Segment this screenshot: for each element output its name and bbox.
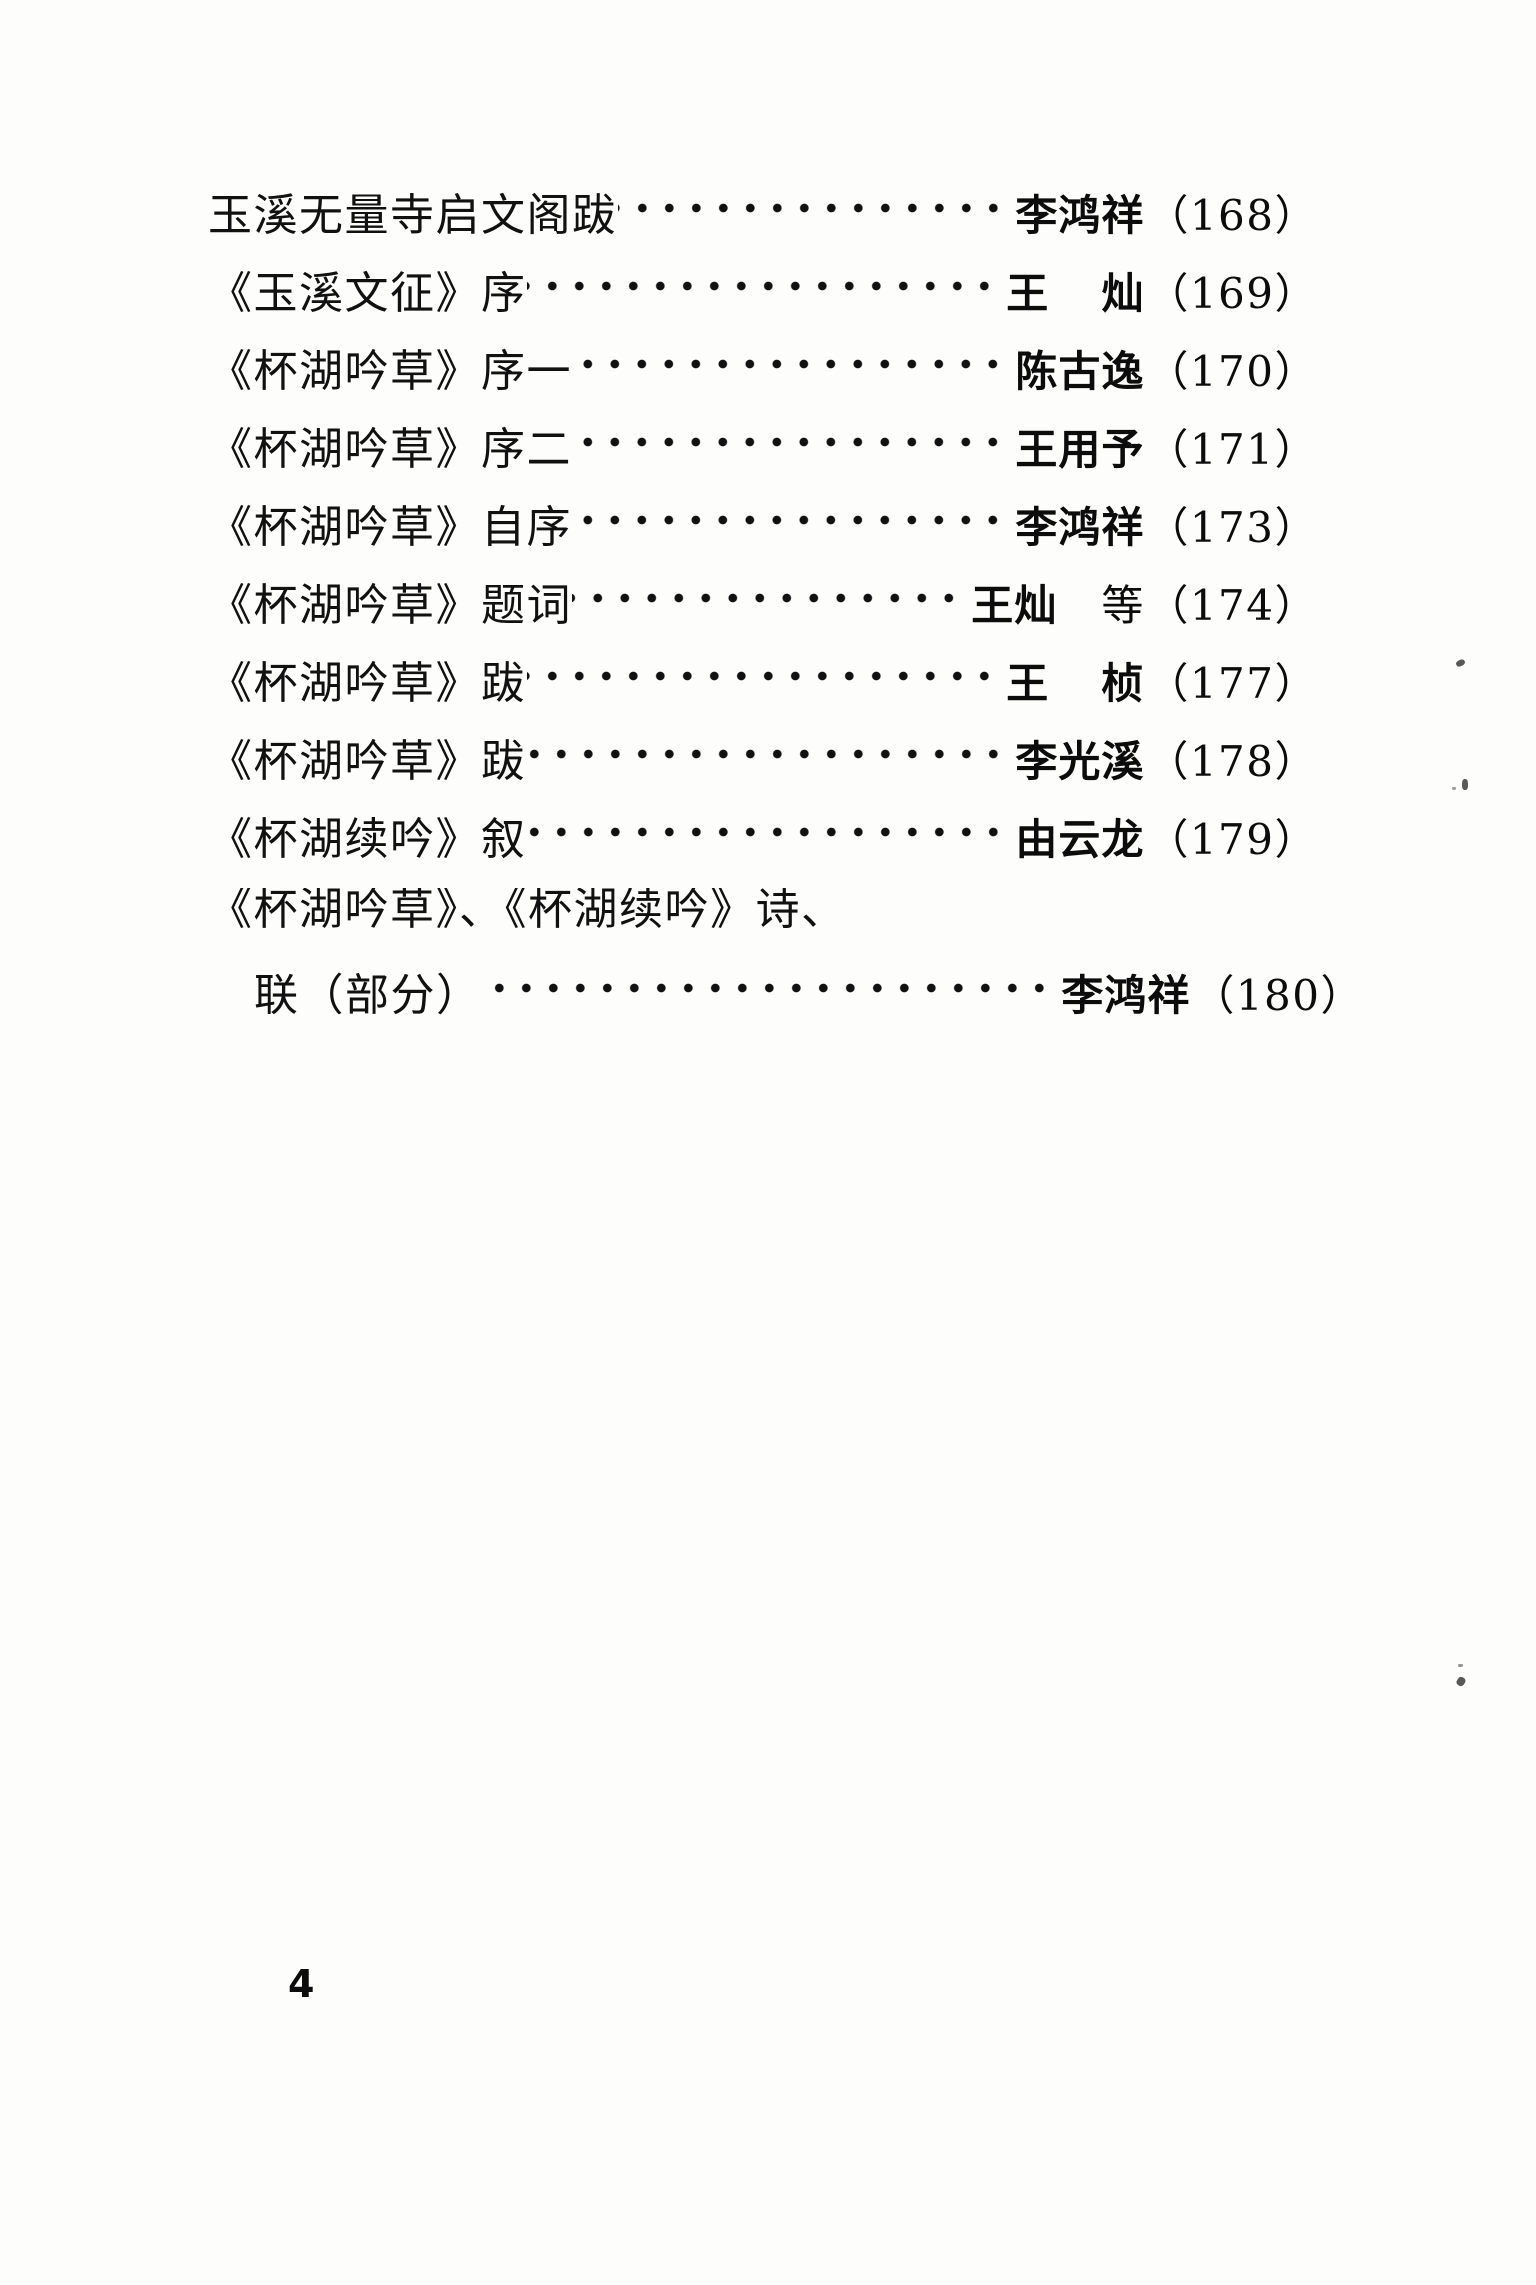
toc-entry[interactable]: 《杯湖吟草》序一 陈古逸 （170）: [208, 342, 1318, 420]
toc-entry-continuation[interactable]: 联（部分） 李鸿祥 （180）: [208, 966, 1364, 1044]
toc-entry-tail: 李鸿祥 （173）: [1015, 507, 1318, 549]
toc-entry[interactable]: 《杯湖吟草》题词 王灿 等 （174）: [208, 576, 1318, 654]
toc-entry-tail: 由云龙 （179）: [1015, 819, 1318, 861]
dot-leader: [527, 732, 1016, 776]
toc-entry-title: 《杯湖吟草》跋: [208, 736, 527, 787]
toc-entry-page: （178）: [1146, 737, 1318, 786]
toc-entry[interactable]: 《杯湖吟草》跋 王桢 （177）: [208, 654, 1318, 732]
toc-entry-tail: 李鸿祥 （168）: [1015, 195, 1318, 237]
toc-entry[interactable]: 《杯湖吟草》自序 李鸿祥 （173）: [208, 498, 1318, 576]
toc-entry-title: 《杯湖续吟》叙: [208, 814, 527, 865]
scan-speck: [1452, 787, 1456, 790]
toc-entry-author-surname: 王: [1006, 659, 1050, 708]
dot-leader: [527, 654, 1007, 698]
dot-leader: [572, 420, 1015, 464]
toc-entry-title-line1: 《杯湖吟草》、《杯湖续吟》诗、: [208, 888, 847, 935]
toc-entry-page: （169）: [1146, 269, 1318, 318]
toc-entry-author: 李鸿祥: [1015, 191, 1145, 240]
dot-leader: [527, 264, 1007, 308]
toc-entry-title-line2: 联（部分）: [254, 970, 482, 1021]
toc-entry-tail: 李鸿祥 （180）: [1061, 975, 1364, 1017]
dot-leader: [572, 498, 1015, 542]
scan-speck: [1455, 1675, 1467, 1688]
toc-entry-author: 王桢: [1006, 663, 1144, 705]
toc-entry-title: 《杯湖吟草》序一: [208, 346, 572, 397]
toc-entry-author-given: 桢: [1101, 659, 1145, 708]
toc-entry-author-suffix: 等: [1101, 581, 1145, 630]
toc-entry-page: （170）: [1146, 347, 1318, 396]
toc-entry-page: （179）: [1146, 815, 1318, 864]
scan-speck: [1462, 779, 1468, 790]
toc-entry-tail: 王桢 （177）: [1006, 663, 1318, 705]
toc-entry-author: 李鸿祥: [1061, 971, 1191, 1020]
toc-entry-title: 《杯湖吟草》跋: [208, 658, 527, 709]
table-of-contents: 玉溪无量寺启文阁跋 李鸿祥 （168） 《玉溪文征》序 王灿 （169） 《杯湖…: [208, 186, 1363, 1044]
toc-entry-page: （177）: [1146, 659, 1318, 708]
toc-entry-page: （180）: [1192, 971, 1364, 1020]
toc-entry-author-surname: 王: [1006, 269, 1050, 318]
toc-entry-author: 由云龙: [1015, 815, 1145, 864]
scan-speck: [1455, 658, 1466, 668]
toc-entry-tail: 王灿 等 （174）: [971, 585, 1318, 627]
toc-entry-title: 《杯湖吟草》题词: [208, 580, 572, 631]
toc-entry-page: （168）: [1146, 191, 1318, 240]
toc-entry-author: 王灿: [1006, 273, 1144, 315]
toc-entry-page: （174）: [1146, 581, 1318, 630]
toc-entry-author: 王用予: [1015, 425, 1145, 474]
toc-entry-page: （173）: [1146, 503, 1318, 552]
toc-entry[interactable]: 《玉溪文征》序 王灿 （169）: [208, 264, 1318, 342]
toc-entry-author: 李光溪: [1015, 737, 1145, 786]
toc-entry-tail: 王灿 （169）: [1006, 273, 1318, 315]
toc-entry-tail: 王用予 （171）: [1015, 429, 1318, 471]
toc-entry[interactable]: 《杯湖续吟》叙 由云龙 （179）: [208, 810, 1318, 888]
toc-entry-tail: 陈古逸 （170）: [1015, 351, 1318, 393]
scan-speck: [1458, 1664, 1463, 1667]
toc-entry-author: 李鸿祥: [1015, 503, 1145, 552]
toc-entry[interactable]: 《杯湖吟草》序二 王用予 （171）: [208, 420, 1318, 498]
toc-entry[interactable]: 《杯湖吟草》跋 李光溪 （178）: [208, 732, 1318, 810]
toc-entry[interactable]: 《杯湖吟草》、《杯湖续吟》诗、: [208, 888, 1318, 966]
toc-entry-title: 《玉溪文征》序: [208, 268, 527, 319]
toc-entry-title: 《杯湖吟草》序二: [208, 424, 572, 475]
toc-entry-author: 王灿: [971, 581, 1058, 630]
dot-leader: [618, 186, 1016, 230]
dot-leader: [482, 966, 1062, 1010]
toc-entry[interactable]: 玉溪无量寺启文阁跋 李鸿祥 （168）: [208, 186, 1318, 264]
dot-leader: [572, 342, 1015, 386]
toc-entry-title: 玉溪无量寺启文阁跋: [208, 190, 618, 241]
toc-entry-title: 《杯湖吟草》自序: [208, 502, 572, 553]
dot-leader: [527, 810, 1016, 854]
page-number: 4: [288, 1962, 315, 2006]
toc-entry-tail: 李光溪 （178）: [1015, 741, 1318, 783]
toc-entry-author-given: 灿: [1101, 269, 1145, 318]
toc-entry-page: （171）: [1146, 425, 1318, 474]
dot-leader: [572, 576, 971, 620]
toc-entry-author: 陈古逸: [1015, 347, 1145, 396]
